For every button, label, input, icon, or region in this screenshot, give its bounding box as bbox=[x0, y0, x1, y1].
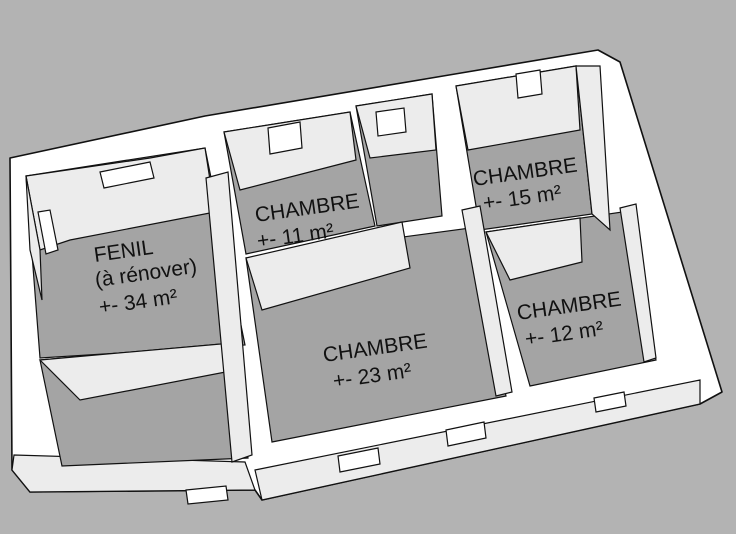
window bbox=[267, 121, 303, 155]
window bbox=[185, 485, 229, 505]
window bbox=[515, 69, 543, 99]
wall-face bbox=[575, 65, 611, 232]
wall-face bbox=[205, 171, 253, 463]
window bbox=[337, 447, 381, 473]
window bbox=[375, 107, 407, 137]
wall-face bbox=[461, 205, 513, 397]
wall-face bbox=[25, 175, 43, 301]
wall-face bbox=[485, 217, 583, 281]
window bbox=[593, 391, 627, 413]
wall-face bbox=[245, 221, 411, 311]
wall-face bbox=[619, 203, 657, 363]
window bbox=[37, 209, 59, 255]
wall-face bbox=[223, 111, 357, 191]
window bbox=[445, 421, 487, 447]
window bbox=[99, 161, 155, 189]
